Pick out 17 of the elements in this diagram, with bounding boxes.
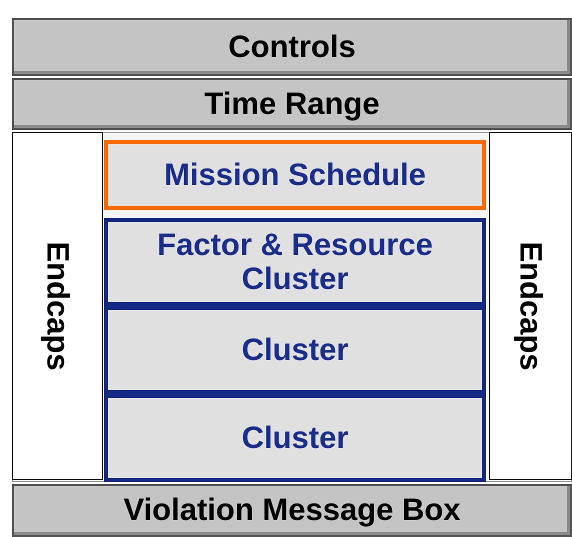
panel-label: Cluster [242,420,348,456]
panel-label: Violation Message Box [123,493,461,528]
header-bar [12,78,572,130]
header-bar [12,484,572,537]
panel-label: Mission Schedule [164,158,426,192]
header-bar [12,18,572,76]
panel-label: Endcaps [40,241,75,371]
side-panel [489,132,572,480]
panel-label: Endcaps [513,241,548,371]
panel-label: Factor & Resource Cluster [156,228,434,296]
cluster-panel [104,394,486,482]
side-panel [12,132,103,480]
panel-label: Controls [228,30,356,64]
cluster-panel [104,218,486,306]
schedule-panel [104,140,486,210]
panel-label: Cluster [242,332,348,368]
panel-label: Time Range [204,86,380,122]
